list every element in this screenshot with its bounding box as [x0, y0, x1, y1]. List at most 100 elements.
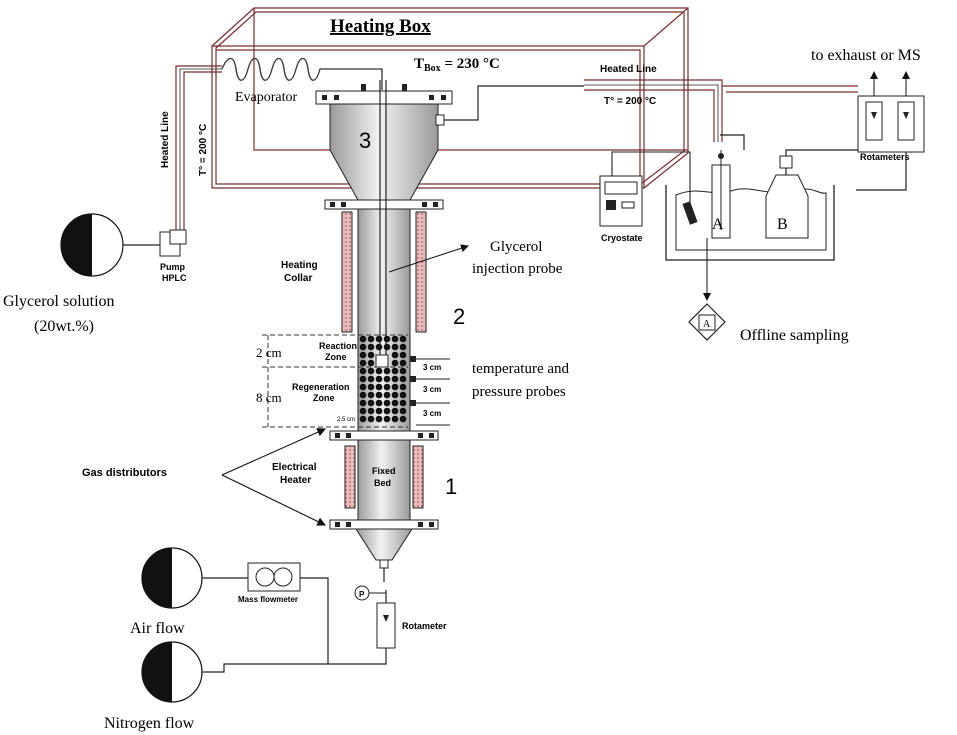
catalyst-particle	[391, 391, 399, 399]
reaction-zone-label-2: Zone	[325, 352, 347, 362]
catalyst-particle	[383, 391, 391, 399]
probes-label-1: temperature and	[472, 361, 570, 377]
catalyst-particle	[391, 375, 399, 383]
svg-text:P: P	[359, 590, 365, 599]
cryostate-label: Cryostate	[601, 233, 643, 243]
catalyst-particle	[359, 391, 367, 399]
cryostat	[599, 151, 698, 227]
probe-spacing-2: 3 cm	[423, 385, 441, 394]
reactor-inlet-nozzle	[379, 559, 389, 569]
mass-flowmeter	[247, 562, 301, 592]
reactor-top-flange	[315, 90, 453, 105]
catalyst-particle	[399, 383, 407, 391]
pump-label-2: HPLC	[162, 273, 187, 283]
catalyst-particle	[399, 375, 407, 383]
glycerol-solution-tank	[60, 213, 124, 277]
catalyst-particle	[391, 343, 399, 351]
glycerol-solution-label-1: Glycerol solution	[3, 293, 115, 310]
vessel-a	[711, 150, 731, 239]
catalyst-particle	[399, 399, 407, 407]
exhaust-arrows	[870, 71, 910, 96]
electrical-heater-label-2: Heater	[280, 475, 311, 486]
heating-collar-label-1: Heating	[281, 260, 318, 271]
catalyst-particle	[359, 383, 367, 391]
heating-collar-flange	[324, 199, 444, 210]
catalyst-particle	[375, 383, 383, 391]
pump-label-1: Pump	[160, 262, 186, 272]
catalyst-particle	[359, 343, 367, 351]
catalyst-particle	[383, 343, 391, 351]
regeneration-zone-label-2: Zone	[313, 393, 335, 403]
catalyst-particle	[359, 415, 367, 423]
right-heated-line-temp: T° = 200 °C	[604, 96, 656, 107]
rotameters-box	[857, 95, 925, 153]
left-heated-line	[175, 65, 222, 232]
probe-taps	[410, 356, 450, 426]
catalyst-particle	[359, 407, 367, 415]
rotameters-label: Rotameters	[860, 152, 910, 162]
catalyst-particle	[359, 335, 367, 343]
catalyst-particle	[399, 391, 407, 399]
catalyst-particle	[375, 391, 383, 399]
nitrogen-flow-label: Nitrogen flow	[104, 715, 195, 732]
regeneration-zone-label-1: Regeneration	[292, 382, 350, 392]
catalyst-particle	[391, 399, 399, 407]
catalyst-particle	[383, 399, 391, 407]
catalyst-particle	[391, 335, 399, 343]
catalyst-particle	[391, 415, 399, 423]
catalyst-particle	[391, 351, 399, 359]
glycerol-solution-label-2: (20wt.%)	[34, 318, 94, 335]
catalyst-particle	[383, 415, 391, 423]
rotameter	[376, 602, 396, 658]
heating-box	[211, 7, 689, 189]
catalyst-particle	[367, 375, 375, 383]
zone-3-label: 3	[359, 128, 371, 153]
small-dimension: 2.5 cm	[337, 417, 355, 423]
catalyst-particle	[375, 335, 383, 343]
glycerol-probe-label-2: injection probe	[472, 261, 563, 277]
catalyst-particle	[383, 367, 391, 375]
catalyst-particle	[391, 407, 399, 415]
gas-distributor-upper	[329, 430, 439, 441]
rotameter-label: Rotameter	[402, 621, 447, 631]
catalyst-particle	[391, 359, 399, 367]
catalyst-particle	[399, 407, 407, 415]
hplc-pump	[159, 229, 187, 257]
catalyst-particle	[367, 367, 375, 375]
zone-dimension-lines	[262, 334, 408, 428]
catalyst-particle	[359, 399, 367, 407]
catalyst-particle	[383, 407, 391, 415]
catalyst-particle	[367, 351, 375, 359]
gas-distributor-lower	[329, 519, 439, 530]
catalyst-particle	[383, 335, 391, 343]
reactor-upper-section	[329, 103, 439, 201]
catalyst-particle	[359, 375, 367, 383]
catalyst-particle	[375, 415, 383, 423]
gas-distributors-label: Gas distributors	[82, 467, 167, 479]
catalyst-particle	[359, 359, 367, 367]
to-exhaust-label: to exhaust or MS	[811, 47, 921, 64]
probe-spacing-1: 3 cm	[423, 363, 441, 372]
fixed-bed-tube	[357, 439, 411, 521]
probe-callout-arrow	[388, 244, 469, 273]
zone-1-label: 1	[445, 474, 457, 499]
fixed-bed-label-1: Fixed	[372, 466, 396, 476]
left-heated-line-label: Heated Line	[160, 111, 171, 168]
tbox-label: TBox = 230 °C	[414, 56, 500, 74]
catalyst-particle	[375, 343, 383, 351]
vessel-a-label: A	[712, 216, 724, 233]
left-heated-line-temp: T° = 200 °C	[198, 124, 209, 176]
catalyst-particle	[367, 399, 375, 407]
catalyst-particle	[391, 383, 399, 391]
reactor-side-port	[435, 85, 584, 126]
catalyst-particle	[399, 367, 407, 375]
gas-distributor-arrow-upper	[221, 428, 327, 476]
catalyst-particle	[367, 391, 375, 399]
regeneration-zone-dim: 8 cm	[256, 390, 282, 405]
probe-spacing-3: 3 cm	[423, 409, 441, 418]
right-heated-line-label: Heated Line	[600, 64, 657, 75]
offline-sampling-valve	[688, 303, 726, 341]
reactor-bottom-cone	[355, 528, 413, 561]
vessel-b-label: B	[777, 216, 788, 233]
